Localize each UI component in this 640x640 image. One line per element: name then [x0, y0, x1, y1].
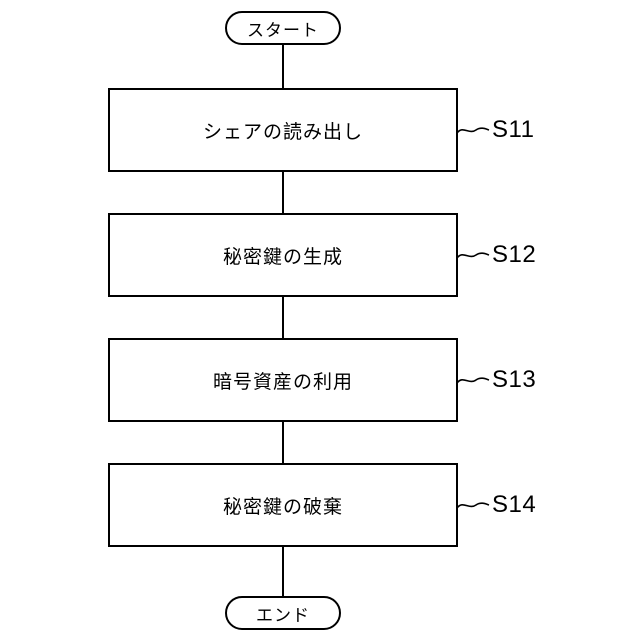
process-box-s11: シェアの読み出し [108, 88, 458, 172]
step-ref-s12: S12 [456, 213, 536, 297]
tilde-connector-icon [456, 252, 490, 259]
end-label: エンド [256, 605, 310, 625]
process-label: シェアの読み出し [202, 121, 363, 143]
connector-line [282, 422, 284, 463]
process-box-s12: 秘密鍵の生成 [108, 213, 458, 297]
connector-line [282, 297, 284, 338]
step-ref-s13: S13 [456, 338, 536, 422]
process-label: 暗号資産の利用 [212, 371, 353, 393]
step-ref-s14: S14 [456, 463, 536, 547]
step-ref-label: S12 [492, 241, 537, 268]
start-label: スタート [247, 20, 319, 40]
connector-line [282, 172, 284, 213]
process-box-s14: 秘密鍵の破棄 [108, 463, 458, 547]
process-label: 秘密鍵の生成 [222, 246, 343, 268]
start-terminal: スタート [225, 11, 341, 45]
process-label: 秘密鍵の破棄 [222, 496, 343, 518]
step-ref-label: S13 [492, 366, 537, 393]
tilde-connector-icon [456, 377, 490, 384]
connector-line [282, 45, 284, 88]
process-box-s13: 暗号資産の利用 [108, 338, 458, 422]
tilde-connector-icon [456, 502, 490, 509]
connector-line [282, 547, 284, 597]
tilde-connector-icon [456, 127, 490, 134]
step-ref-label: S11 [492, 116, 535, 143]
step-ref-label: S14 [492, 491, 537, 518]
step-ref-s11: S11 [456, 88, 534, 172]
end-terminal: エンド [225, 596, 341, 630]
